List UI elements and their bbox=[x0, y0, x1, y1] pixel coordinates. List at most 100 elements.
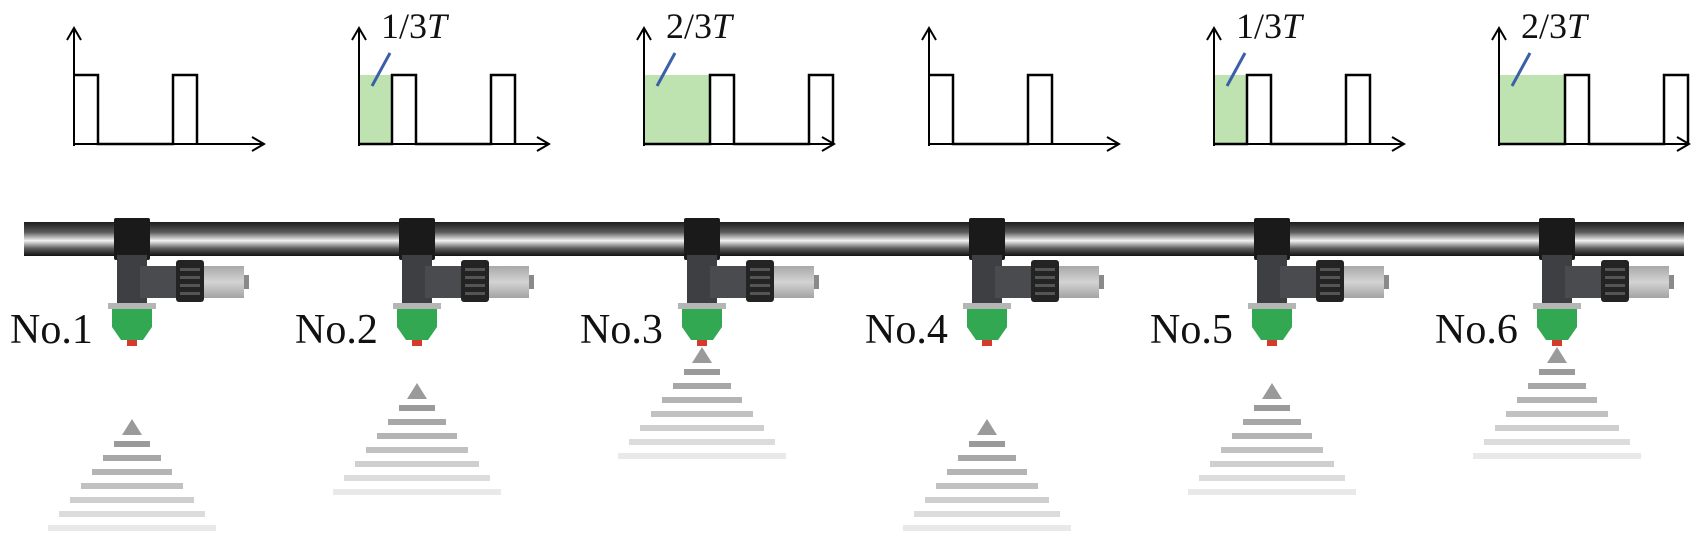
pipe-clamp bbox=[684, 218, 720, 260]
coupling-rib bbox=[1035, 284, 1055, 287]
spray-pattern-6 bbox=[1473, 347, 1641, 459]
spray-band bbox=[1188, 489, 1356, 495]
solenoid-motor bbox=[204, 266, 244, 298]
nozzle-tip bbox=[397, 309, 437, 340]
spray-band bbox=[1199, 475, 1345, 481]
spray-apex bbox=[977, 419, 997, 435]
coupling-rib bbox=[465, 284, 485, 287]
nozzle-orifice bbox=[127, 340, 137, 346]
spray-band bbox=[1243, 419, 1301, 425]
nozzle-orifice bbox=[697, 340, 707, 346]
spray-band bbox=[936, 483, 1038, 489]
motor-end-cap bbox=[1384, 275, 1389, 289]
timing-graph-2: 1/3T bbox=[351, 6, 551, 152]
phase-fraction: 1/3 bbox=[381, 6, 427, 46]
nozzle-unit-3: 2/3T No.3 bbox=[580, 6, 836, 459]
spray-band bbox=[925, 497, 1049, 503]
phase-marker bbox=[1510, 52, 1532, 87]
spray-band bbox=[333, 489, 501, 495]
spray-band bbox=[1210, 461, 1334, 467]
coupling-rib bbox=[180, 292, 200, 295]
coupling-rib bbox=[180, 268, 200, 271]
valve-arm bbox=[995, 266, 1033, 298]
nozzle-assembly-2 bbox=[393, 218, 534, 346]
spray-apex bbox=[1547, 347, 1567, 363]
coupling-rib bbox=[180, 276, 200, 279]
nozzle-label: No.5 bbox=[1150, 307, 1233, 353]
nozzle-orifice bbox=[1267, 340, 1277, 346]
valve-arm bbox=[425, 266, 463, 298]
phase-fraction: 1/3 bbox=[1236, 6, 1282, 46]
spray-band bbox=[1495, 425, 1619, 431]
spray-band bbox=[958, 455, 1016, 461]
pipe-clamp bbox=[1539, 218, 1575, 260]
motor-coupling bbox=[1316, 260, 1344, 302]
spray-band bbox=[640, 425, 764, 431]
spray-pattern-1 bbox=[48, 419, 216, 531]
phase-marker bbox=[1225, 52, 1247, 87]
nozzle-tip bbox=[682, 309, 722, 340]
coupling-rib bbox=[750, 292, 770, 295]
spray-pattern-3 bbox=[618, 347, 786, 459]
spray-band bbox=[1254, 405, 1290, 411]
spray-band bbox=[103, 455, 161, 461]
valve-arm bbox=[1280, 266, 1318, 298]
spray-band bbox=[1473, 453, 1641, 459]
spray-band bbox=[903, 525, 1071, 531]
pulse-signal bbox=[74, 73, 199, 146]
motor-coupling bbox=[1601, 260, 1629, 302]
valve-arm bbox=[1565, 266, 1603, 298]
pulse-signal bbox=[644, 73, 835, 146]
nozzle-unit-1: No.1 bbox=[10, 26, 266, 531]
spray-apex bbox=[122, 419, 142, 435]
nozzle-unit-4: No.4 bbox=[865, 26, 1121, 531]
nozzle-orifice bbox=[1552, 340, 1562, 346]
nozzle-label: No.6 bbox=[1435, 307, 1518, 353]
spray-band bbox=[914, 511, 1060, 517]
spray-band bbox=[48, 525, 216, 531]
spray-band bbox=[366, 447, 468, 453]
coupling-rib bbox=[750, 284, 770, 287]
spray-pattern-2 bbox=[333, 383, 501, 495]
coupling-rib bbox=[465, 268, 485, 271]
spray-pattern-5 bbox=[1188, 383, 1356, 495]
spray-apex bbox=[1262, 383, 1282, 399]
motor-end-cap bbox=[1099, 275, 1104, 289]
motor-end-cap bbox=[529, 275, 534, 289]
spray-band bbox=[1517, 397, 1597, 403]
motor-coupling bbox=[461, 260, 489, 302]
spray-band bbox=[1506, 411, 1608, 417]
phase-label: 1/3T bbox=[1236, 6, 1305, 46]
y-axis bbox=[636, 26, 652, 146]
spray-pattern-4 bbox=[903, 419, 1071, 531]
solenoid-motor bbox=[1059, 266, 1099, 298]
spray-band bbox=[662, 397, 742, 403]
nozzle-orifice bbox=[982, 340, 992, 346]
solenoid-motor bbox=[1344, 266, 1384, 298]
spray-band bbox=[399, 405, 435, 411]
pulse-signal bbox=[359, 73, 517, 146]
spray-band bbox=[388, 419, 446, 425]
motor-end-cap bbox=[814, 275, 819, 289]
spray-band bbox=[1539, 369, 1575, 375]
pulse-signal bbox=[1499, 73, 1690, 146]
nozzle-assembly-1 bbox=[108, 218, 249, 346]
motor-end-cap bbox=[244, 275, 249, 289]
coupling-rib bbox=[1320, 276, 1340, 279]
coupling-rib bbox=[1035, 292, 1055, 295]
timing-graph-3: 2/3T bbox=[636, 6, 836, 152]
phase-delay-fill bbox=[359, 75, 392, 144]
nozzle-label: No.3 bbox=[580, 307, 663, 353]
nozzle-unit-5: 1/3T No.5 bbox=[1150, 6, 1406, 495]
coupling-rib bbox=[1605, 292, 1625, 295]
nozzle-assembly-3 bbox=[678, 218, 819, 346]
spray-boom-pipe bbox=[24, 222, 1684, 256]
pulse-signal bbox=[1214, 73, 1372, 146]
y-axis bbox=[1491, 26, 1507, 146]
coupling-rib bbox=[465, 292, 485, 295]
solenoid-motor bbox=[489, 266, 529, 298]
